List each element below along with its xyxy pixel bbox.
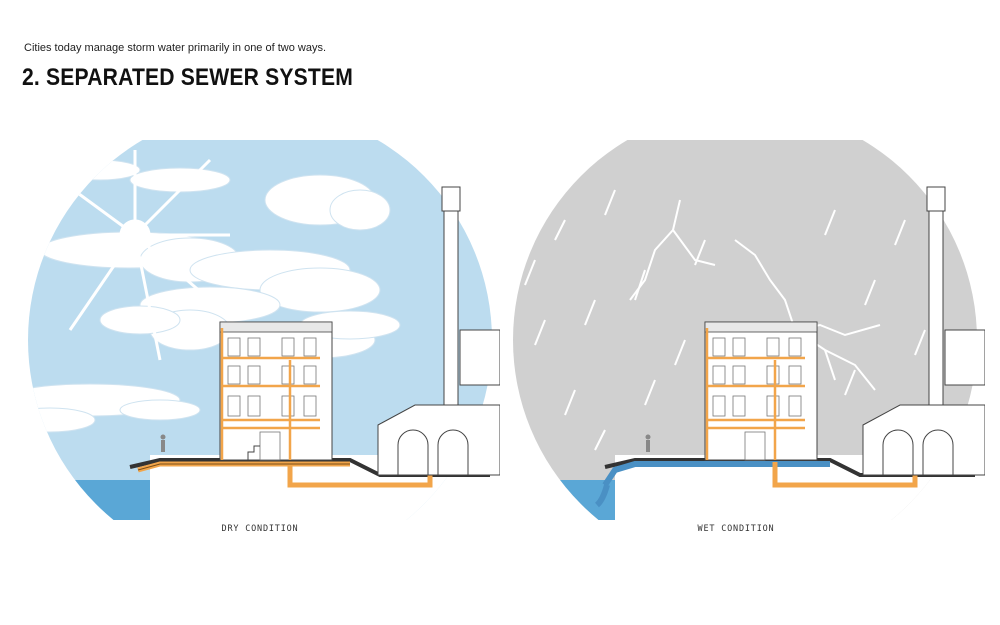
wet-illustration xyxy=(513,140,985,520)
smokestack-icon xyxy=(441,186,461,412)
dry-illustration xyxy=(28,140,500,520)
sewer-pipes xyxy=(602,461,918,488)
outfall-discharge xyxy=(594,484,610,508)
pedestrian xyxy=(160,434,166,452)
pumping-station xyxy=(377,329,500,476)
page-title: 2. SEPARATED SEWER SYSTEM xyxy=(22,64,354,91)
rain-icon xyxy=(524,189,926,451)
building-plumbing xyxy=(220,328,320,460)
river-water xyxy=(28,480,150,520)
sewer-pipes xyxy=(137,461,433,488)
lightning-icon xyxy=(629,199,881,391)
pumping-station xyxy=(862,329,985,476)
intro-text: Cities today manage storm water primaril… xyxy=(24,42,327,54)
rowhouse-building xyxy=(704,321,818,461)
building-plumbing xyxy=(705,328,805,460)
rowhouse-building xyxy=(219,321,333,461)
wet-caption: WET CONDITION xyxy=(697,524,775,534)
dry-caption: DRY CONDITION xyxy=(221,524,299,534)
wet-panel xyxy=(505,140,985,520)
pedestrian xyxy=(645,434,651,452)
smokestack-icon xyxy=(926,186,946,412)
dry-panel xyxy=(20,140,500,520)
